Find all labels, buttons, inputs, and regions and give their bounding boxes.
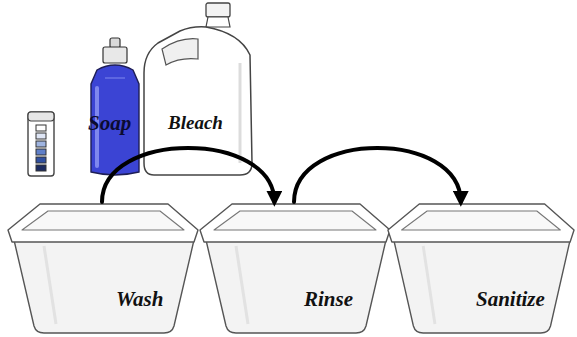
rinse-basin: Rinse — [196, 200, 392, 336]
bottle-label: Bleach — [168, 113, 223, 134]
basin-label: Sanitize — [476, 288, 545, 311]
sanitize-basin-outline — [384, 200, 576, 336]
test-strip-container — [26, 110, 56, 178]
wash-basin-outline — [4, 200, 200, 336]
bleach-jug-outline — [140, 3, 256, 178]
bleach-jug: Bleach — [140, 3, 256, 178]
bottle-label: Soap — [88, 112, 131, 135]
soap-bottle: Soap — [85, 38, 145, 178]
soap-bottle-outline — [85, 38, 145, 178]
flow-arrow — [102, 148, 274, 202]
wash-basin: Wash — [4, 200, 200, 336]
basin-label: Rinse — [304, 288, 353, 311]
flow-arrow — [294, 148, 461, 202]
rinse-basin-outline — [196, 200, 392, 336]
basin-label: Wash — [116, 288, 163, 311]
sanitize-basin: Sanitize — [384, 200, 576, 336]
